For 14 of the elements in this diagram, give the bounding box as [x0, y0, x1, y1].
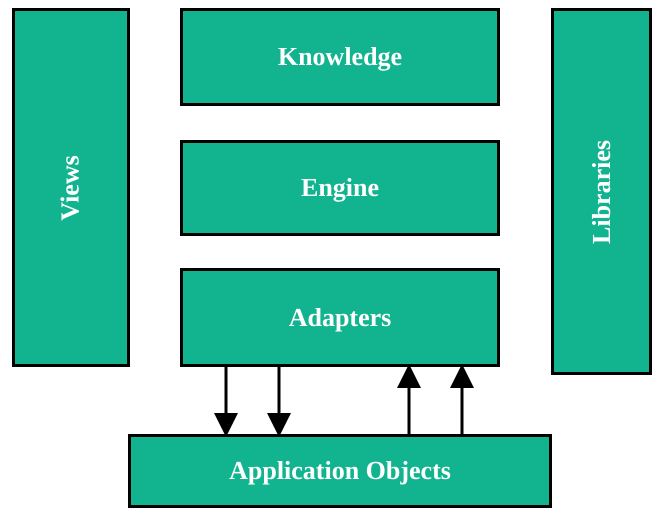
component-label: Engine	[300, 173, 380, 203]
arrow	[267, 367, 291, 437]
component-label: Knowledge	[278, 42, 402, 72]
arrow	[214, 367, 238, 437]
component-box	[180, 268, 500, 367]
component-box	[551, 8, 652, 375]
component-box	[180, 8, 500, 106]
component-label: Adapters	[288, 302, 392, 332]
component-label: Application Objects	[229, 456, 451, 486]
component-box	[128, 434, 552, 508]
component-label: Libraries	[586, 140, 616, 244]
component-box	[12, 8, 130, 367]
component-box	[180, 140, 500, 236]
component-label: Views	[56, 154, 86, 220]
